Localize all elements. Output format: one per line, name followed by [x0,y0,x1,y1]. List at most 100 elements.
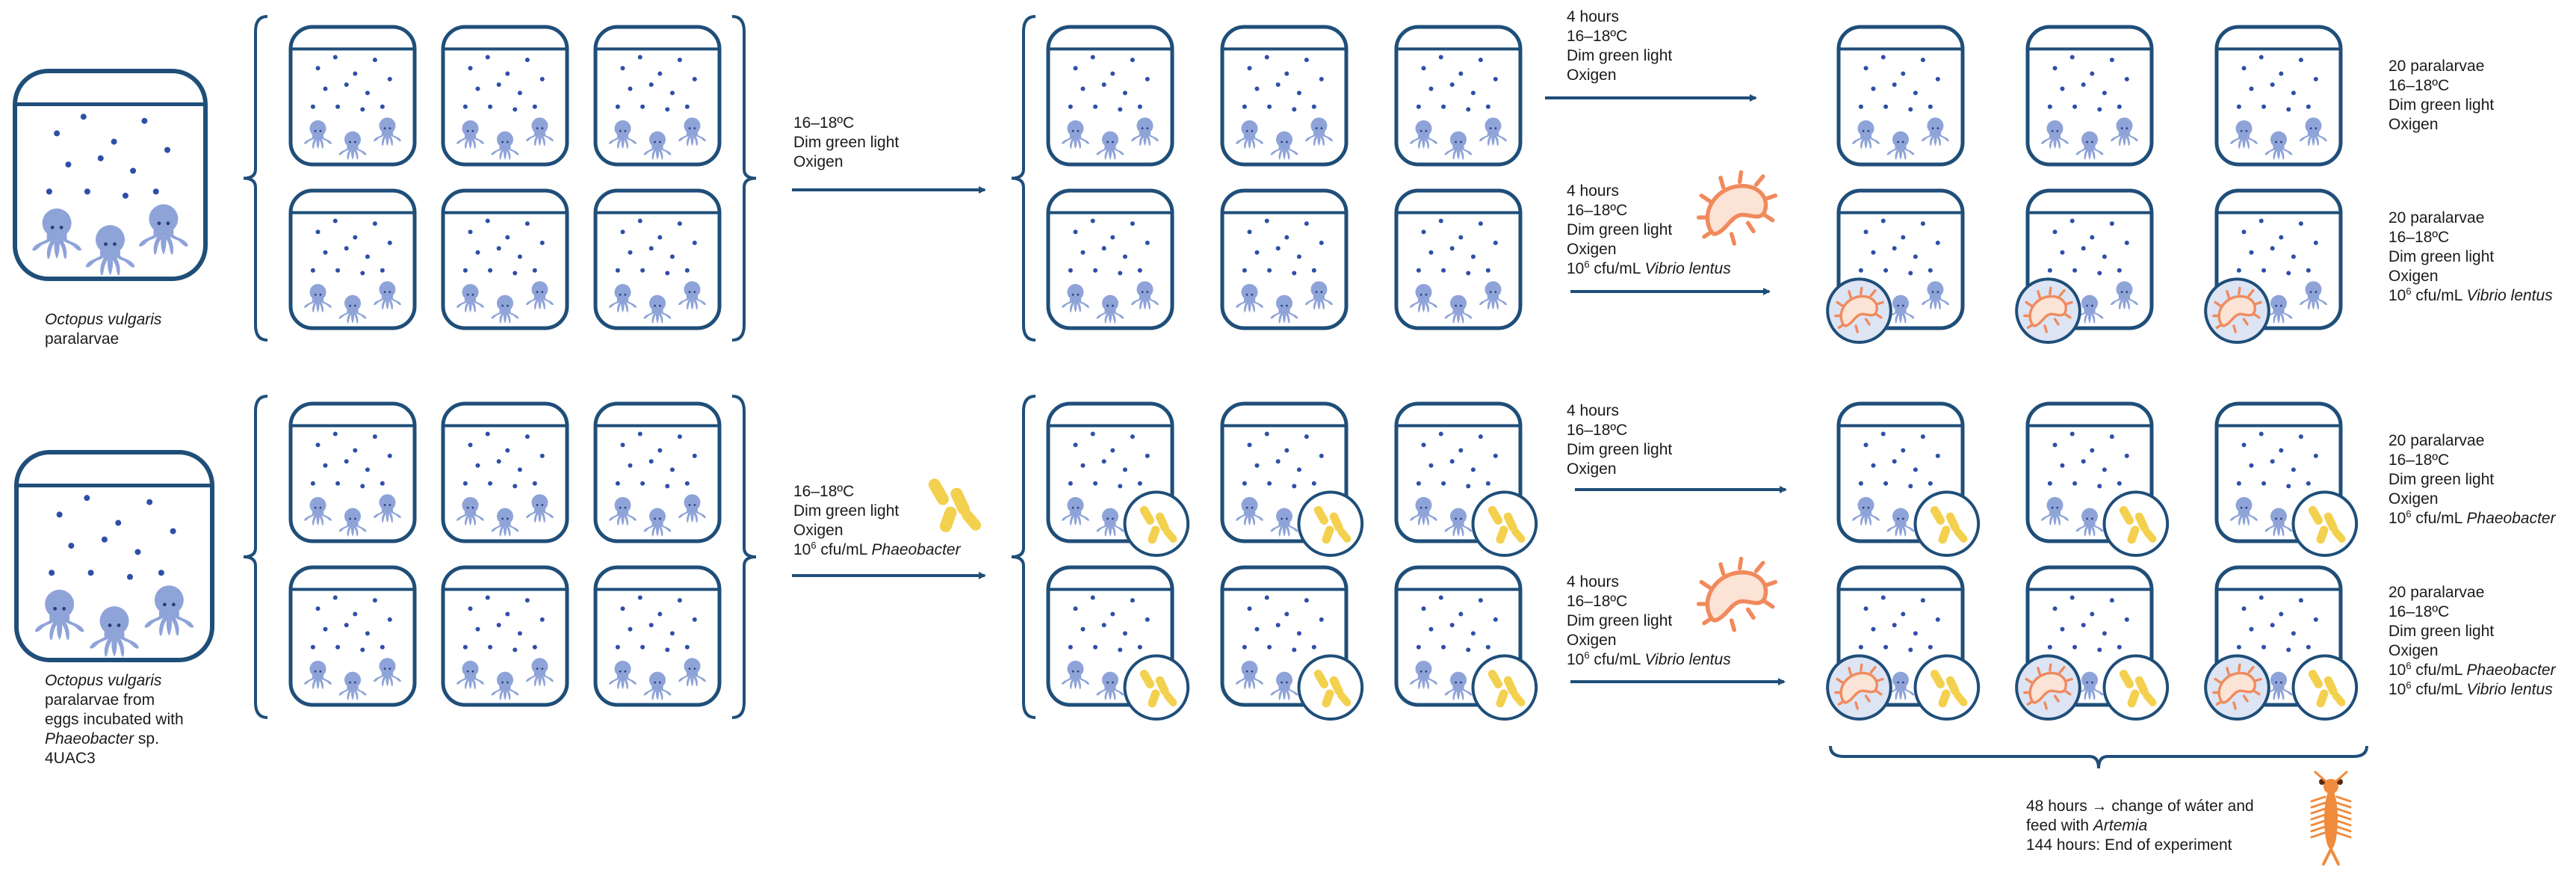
particle-dot [1883,481,1889,486]
particle-dot [657,448,663,453]
particle-dot [2291,90,2296,96]
particle-dot [2124,76,2129,81]
particle-dot [315,66,321,71]
particle-dot [2052,606,2058,611]
particle-dot [1101,246,1106,251]
particle-dot [344,459,349,464]
particle-dot [1110,235,1115,240]
particle-dot [2081,246,2086,251]
particle-dot [1901,235,1906,240]
particle-dot [315,606,321,611]
particle-dot [485,595,490,600]
particle-dot [1466,484,1471,489]
particle-dot [335,268,341,273]
particle-dot [1080,626,1086,632]
particle-dot [513,107,518,112]
particle-dot [1130,58,1135,63]
particle-dot [2258,595,2264,600]
particle-dot [1928,481,1933,486]
particle-dot [2279,71,2284,76]
particle-dot [692,453,697,458]
particle-dot [1101,623,1106,628]
particle-dot [1090,595,1095,600]
particle-dot [56,511,63,518]
particle-dot [2298,434,2303,440]
particle-dot [1908,647,1913,653]
particle-dot [1883,644,1889,650]
grid-a-tank [288,188,417,330]
particle-dot [1101,82,1106,87]
particle-dot [1296,90,1301,96]
particle-dot [1466,107,1471,112]
particle-dot [2090,611,2095,617]
particle-dot [462,268,468,273]
particle-dot [1892,246,1897,251]
particle-dot [1863,66,1868,71]
particle-dot [1466,647,1471,653]
particle-dot [1247,606,1252,611]
particle-dot [657,235,663,240]
particle-dot [84,188,90,195]
particle-dot [628,626,633,632]
particle-dot [1485,644,1490,650]
particle-dot [2124,240,2129,245]
particle-dot [1292,107,1297,112]
particle-dot [1441,481,1446,486]
particle-dot [2313,240,2318,245]
grid-c-tank [1220,188,1349,330]
particle-dot [2081,623,2086,628]
particle-dot [1254,463,1260,468]
particle-dot [1478,434,1483,440]
phaeobacter-badge [1123,654,1190,721]
particle-dot [1267,481,1272,486]
particle-dot [2306,268,2311,273]
particle-dot [335,104,341,109]
particle-dot [475,626,480,632]
particle-dot [87,570,94,576]
particle-dot [1913,467,1918,472]
particle-dot [310,644,315,650]
particle-dot [2069,595,2075,600]
particle-dot [97,155,104,161]
particle-dot [1130,434,1135,440]
particle-dot [2279,235,2284,240]
particle-dot [496,459,501,464]
particle-dot [1470,467,1476,472]
particle-dot [1493,76,1498,81]
particle-dot [141,117,148,124]
particle-dot [1478,221,1483,226]
particle-dot [46,188,52,195]
particle-dot [115,520,122,526]
grid-a-tank [441,188,569,330]
particle-dot [2313,617,2318,622]
particle-dot [628,86,633,91]
particle-dot [1118,107,1123,112]
particle-dot [1901,448,1906,453]
particle-dot [1441,644,1446,650]
particle-dot [1275,459,1281,464]
particle-dot [1871,463,1876,468]
particle-dot [615,104,620,109]
particle-dot [1292,484,1297,489]
particle-dot [648,82,654,87]
grid-c-tank [1220,25,1349,167]
particle-dot [1093,268,1098,273]
particle-dot [2306,644,2311,650]
particle-dot [2249,626,2254,632]
particle-dot [1935,453,1940,458]
particle-dot [539,76,545,81]
particle-dot [1421,66,1426,71]
particle-dot [1073,443,1078,448]
particle-dot [524,598,530,603]
particle-dot [496,246,501,251]
particle-dot [1296,254,1301,259]
particle-dot [1458,235,1464,240]
particle-dot [1080,463,1086,468]
grid-f-tank [1826,565,1981,721]
particle-dot [1901,611,1906,617]
particle-dot [2241,606,2247,611]
particle-dot [1892,459,1897,464]
particle-dot [485,55,490,60]
particle-dot [130,167,137,174]
particle-dot [640,268,645,273]
